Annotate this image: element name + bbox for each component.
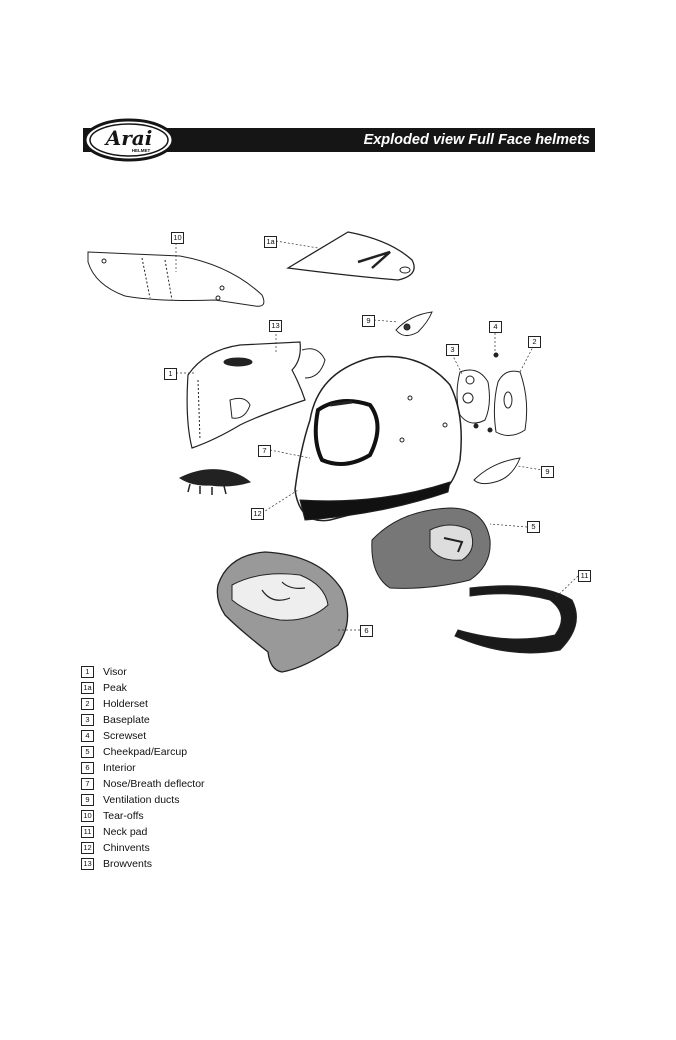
legend-number: 2 <box>81 698 94 710</box>
legend-number: 12 <box>81 842 94 854</box>
callout-1: 1 <box>164 368 177 380</box>
tear-offs-part <box>87 251 265 307</box>
legend-number: 11 <box>81 826 94 838</box>
legend-number: 3 <box>81 714 94 726</box>
helmet-shell-part <box>294 355 462 522</box>
callout-9-upper: 9 <box>362 315 375 327</box>
legend-item: 4 Screwset <box>81 728 205 744</box>
legend-number: 6 <box>81 762 94 774</box>
callout-5: 5 <box>527 521 540 533</box>
interior-part <box>216 551 349 673</box>
ventilation-duct-upper-part <box>395 311 433 336</box>
legend-number: 13 <box>81 858 94 870</box>
legend-item: 11 Neck pad <box>81 824 205 840</box>
parts-legend: 1 Visor 1a Peak 2 Holderset 3 Baseplate 4 Scr… <box>81 664 205 872</box>
legend-item: 5 Cheekpad/Earcup <box>81 744 205 760</box>
legend-label: Chinvents <box>103 842 150 854</box>
visor-part <box>186 341 326 449</box>
peak-part <box>286 231 415 281</box>
legend-number: 4 <box>81 730 94 742</box>
legend-item: 10 Tear-offs <box>81 808 205 824</box>
legend-item: 1a Peak <box>81 680 205 696</box>
legend-number: 7 <box>81 778 94 790</box>
legend-label: Interior <box>103 762 136 774</box>
legend-item: 9 Ventilation ducts <box>81 792 205 808</box>
legend-number: 10 <box>81 810 94 822</box>
legend-number: 1 <box>81 666 94 678</box>
legend-number: 9 <box>81 794 94 806</box>
neck-pad-part <box>454 585 577 654</box>
legend-label: Visor <box>103 666 127 678</box>
page-title: Exploded view Full Face helmets <box>363 132 590 148</box>
legend-item: 1 Visor <box>81 664 205 680</box>
callout-3: 3 <box>446 344 459 356</box>
callout-12: 12 <box>251 508 264 520</box>
callout-9-lower: 9 <box>541 466 554 478</box>
exploded-diagram: 10 1a 9 13 4 3 2 1 7 9 12 5 11 6 <box>87 231 591 673</box>
legend-label: Peak <box>103 682 127 694</box>
legend-item: 7 Nose/Breath deflector <box>81 776 205 792</box>
callout-13: 13 <box>269 320 282 332</box>
legend-item: 3 Baseplate <box>81 712 205 728</box>
breath-deflector-part <box>179 469 252 495</box>
legend-item: 6 Interior <box>81 760 205 776</box>
legend-label: Screwset <box>103 730 147 742</box>
legend-label: Browvents <box>103 858 153 870</box>
legend-number: 5 <box>81 746 94 758</box>
callout-10: 10 <box>171 232 184 244</box>
legend-label: Ventilation ducts <box>103 794 180 806</box>
callout-1a: 1a <box>264 236 277 248</box>
legend-item: 12 Chinvents <box>81 840 205 856</box>
ventilation-duct-lower-part <box>473 457 521 485</box>
legend-item: 2 Holderset <box>81 696 205 712</box>
callout-2: 2 <box>528 336 541 348</box>
svg-text:HELMET: HELMET <box>132 148 151 153</box>
legend-label: Holderset <box>103 698 148 710</box>
legend-item: 13 Browvents <box>81 856 205 872</box>
arai-logo: Arai HELMET <box>83 118 175 162</box>
baseplate-part <box>456 369 490 424</box>
holderset-part <box>493 370 528 436</box>
svg-text:Arai: Arai <box>104 126 153 150</box>
legend-label: Neck pad <box>103 826 148 838</box>
callout-7: 7 <box>258 445 271 457</box>
legend-number: 1a <box>81 682 94 694</box>
legend-label: Baseplate <box>103 714 150 726</box>
legend-label: Tear-offs <box>103 810 144 822</box>
callout-4: 4 <box>489 321 502 333</box>
cheekpad-part <box>371 507 491 589</box>
legend-label: Nose/Breath deflector <box>103 778 205 790</box>
callout-6: 6 <box>360 625 373 637</box>
screwset-part <box>473 352 499 433</box>
legend-label: Cheekpad/Earcup <box>103 746 188 758</box>
callout-11: 11 <box>578 570 591 582</box>
